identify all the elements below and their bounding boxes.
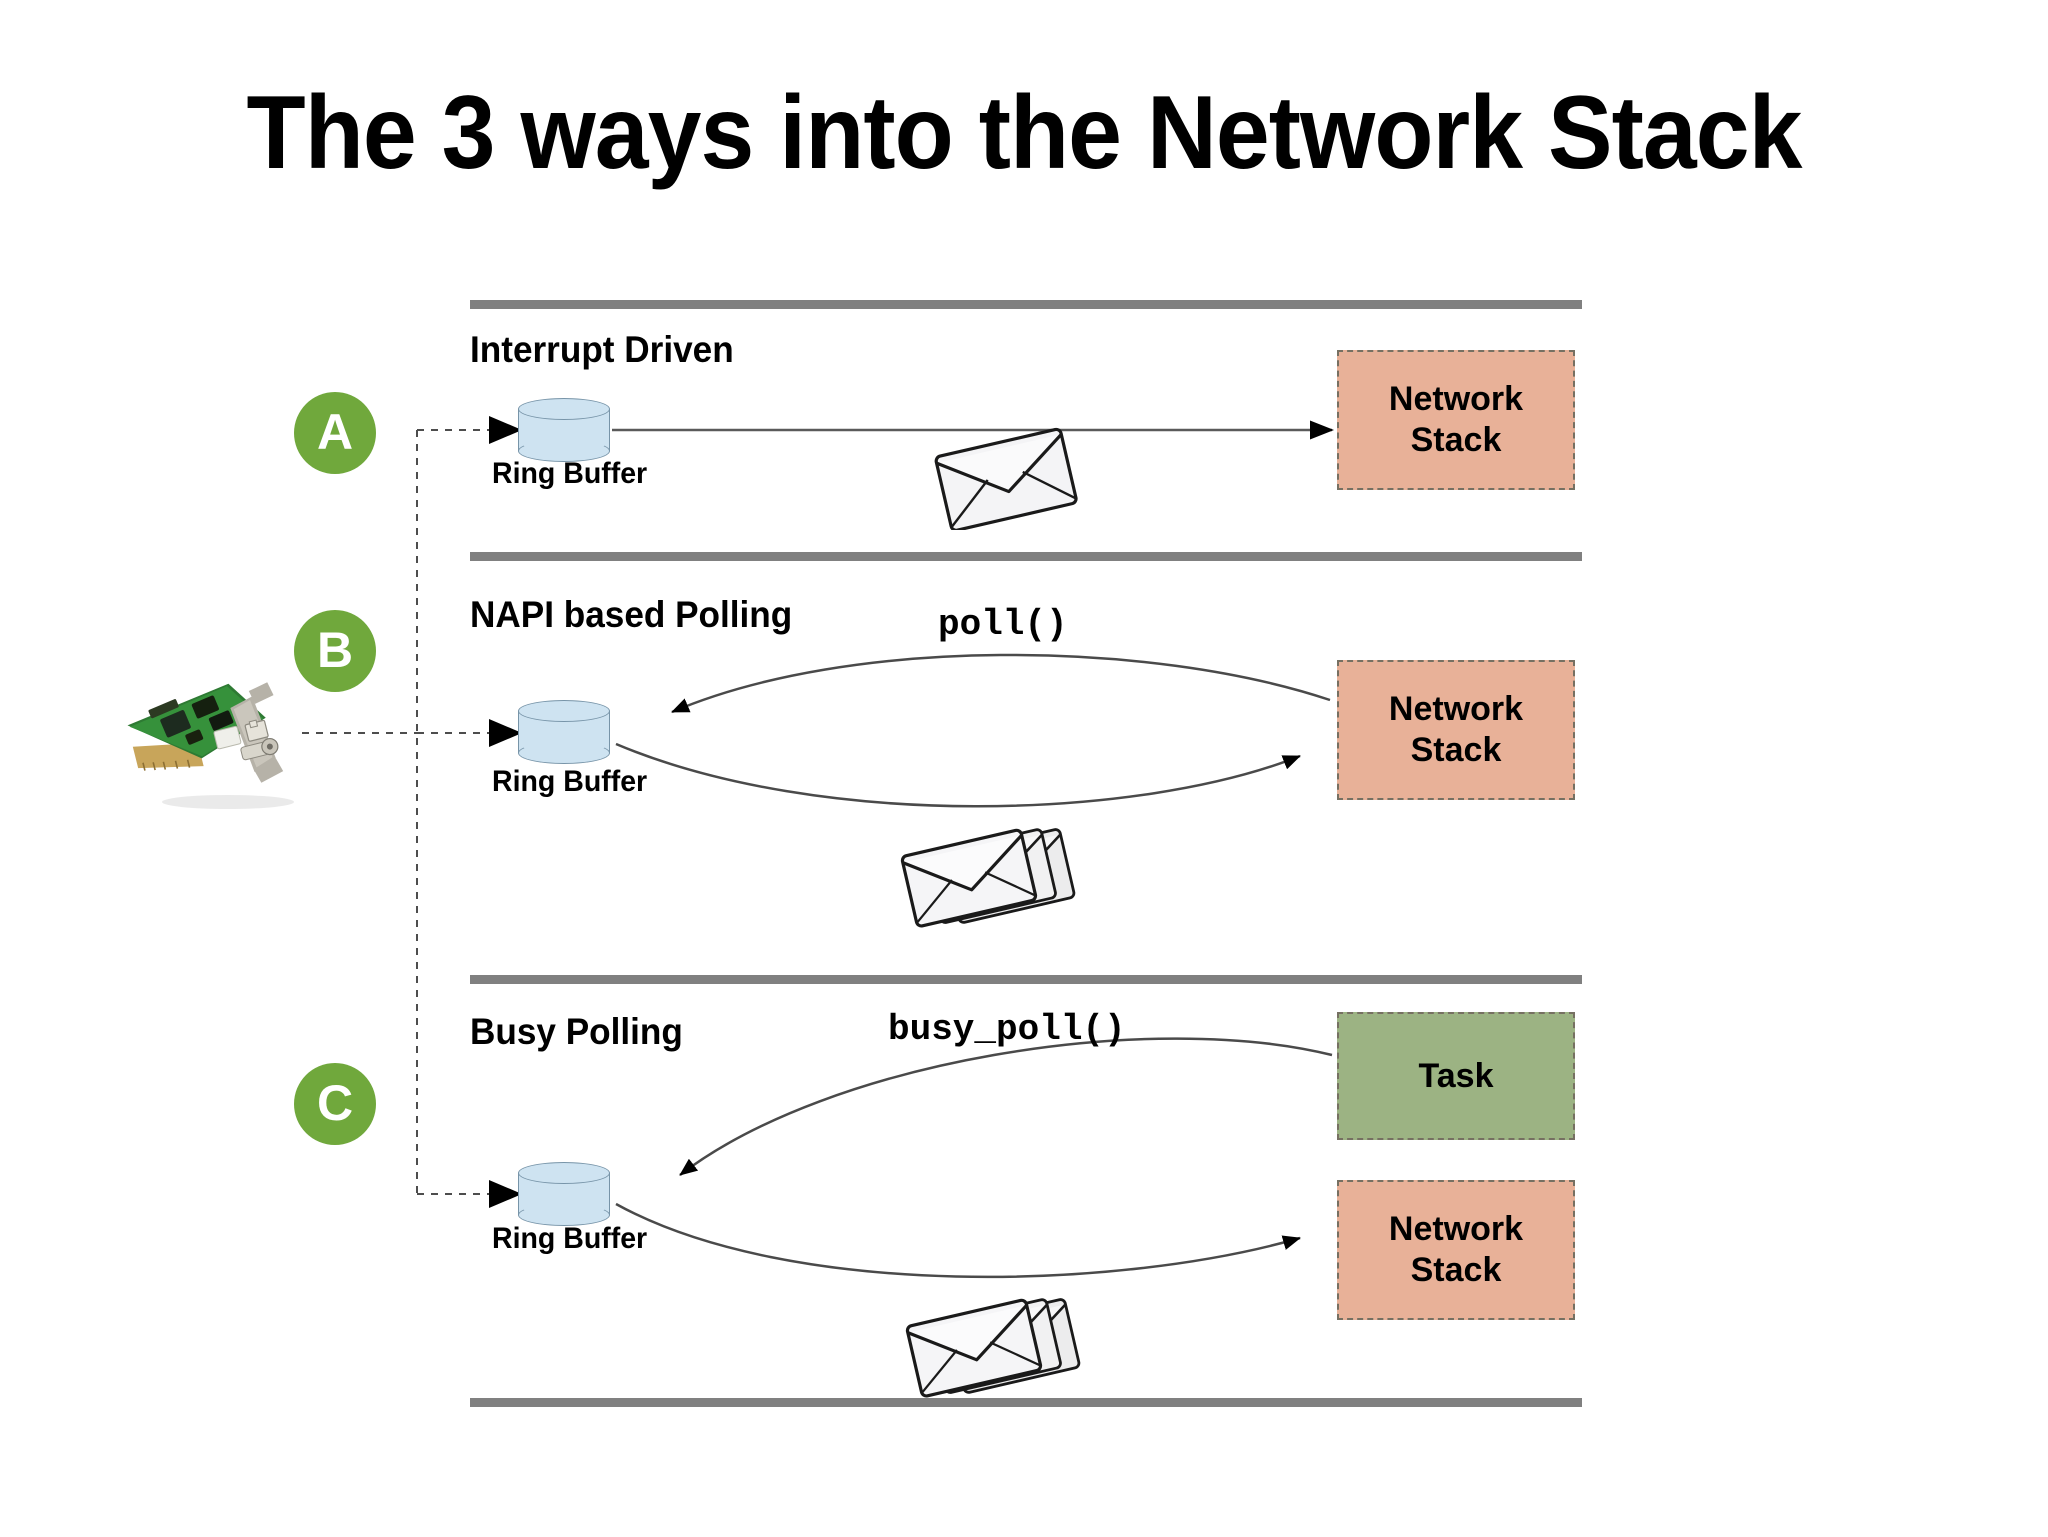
- ring-buffer-cylinder: [518, 398, 612, 462]
- ring-buffer-cylinder: [518, 700, 612, 764]
- arrow-napi-poll-return: [671, 653, 1331, 714]
- network-stack-box: Network Stack: [1337, 1180, 1575, 1320]
- network-interface-card-icon: [127, 682, 294, 809]
- cylinder-bottom: [518, 440, 610, 462]
- section-heading-busy-polling: Busy Polling: [470, 1011, 683, 1052]
- section-heading-interrupt-driven: Interrupt Driven: [470, 329, 734, 370]
- arrow-napi-deliver: [615, 742, 1301, 808]
- ring-buffer-label: Ring Buffer: [492, 765, 648, 798]
- ring-buffer-cylinder: [518, 1162, 612, 1226]
- badge-a: A: [294, 392, 376, 474]
- badge-b: B: [294, 610, 376, 692]
- code-label-poll: poll(): [938, 604, 1068, 645]
- ring-buffer-inbound-arrowheads: [489, 416, 522, 1208]
- section-divider: [470, 300, 1582, 309]
- badge-c: C: [294, 1063, 376, 1145]
- cylinder-bottom: [518, 742, 610, 764]
- cylinder-top: [518, 700, 610, 722]
- arrow-busypoll-deliver: [615, 1202, 1301, 1279]
- task-box: Task: [1337, 1012, 1575, 1140]
- code-label-busy-poll: busy_poll(): [888, 1009, 1126, 1050]
- arrow-busypoll-from-task: [679, 1037, 1333, 1176]
- ring-buffer-label: Ring Buffer: [492, 457, 648, 490]
- section-divider: [470, 1398, 1582, 1407]
- nic-feed-dotted-lines: [302, 429, 490, 1195]
- envelope-stack-icon: [905, 1298, 1081, 1398]
- ring-buffer-label: Ring Buffer: [492, 1222, 648, 1255]
- cylinder-top: [518, 398, 610, 420]
- envelope-stack-icon: [900, 828, 1076, 928]
- cylinder-bottom: [518, 1204, 610, 1226]
- section-heading-napi-based-polling: NAPI based Polling: [470, 594, 793, 635]
- page-title: The 3 ways into the Network Stack: [246, 75, 1803, 191]
- section-divider: [470, 975, 1582, 984]
- network-stack-box: Network Stack: [1337, 660, 1575, 800]
- network-stack-box: Network Stack: [1337, 350, 1575, 490]
- section-divider: [470, 552, 1582, 561]
- envelope-icon: [934, 427, 1078, 530]
- cylinder-top: [518, 1162, 610, 1184]
